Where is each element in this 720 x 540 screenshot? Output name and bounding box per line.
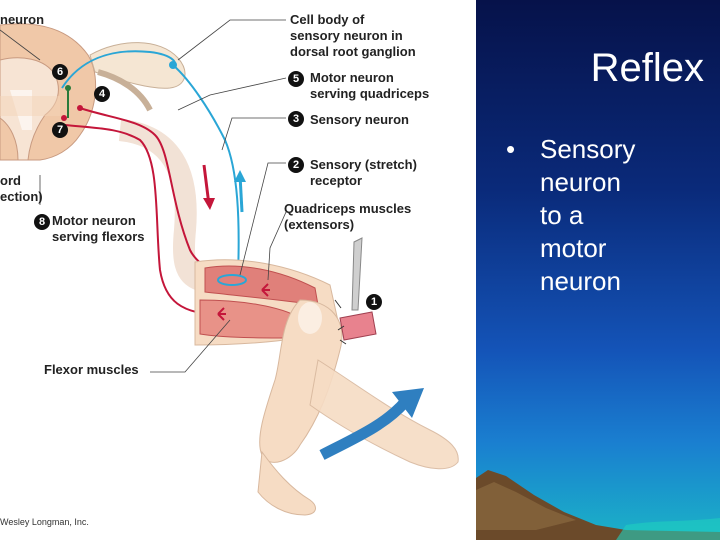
motor-neuron-flexors-path: [64, 124, 226, 316]
motor-neuron-dot: [77, 105, 83, 111]
step-number-2: 2: [288, 157, 304, 173]
nerve-bundle: [118, 119, 205, 291]
reflex-illustration: [0, 19, 459, 516]
bullet-text: Sensory neuron to a motor neuron: [540, 134, 636, 296]
slide-text-panel: Reflex • Sensory neuron to a motor neuro…: [476, 0, 720, 540]
kick-arrow: [319, 388, 424, 460]
bullet-item: • Sensory neuron to a motor neuron: [506, 133, 706, 298]
stretch-receptor: [217, 274, 247, 286]
leader-lines: [0, 19, 287, 373]
leg: [194, 259, 459, 516]
label-cell-body: Cell body of sensory neuron in dorsal ro…: [290, 12, 416, 59]
label-motor-quadriceps: Motor neuron serving quadriceps: [310, 70, 430, 101]
step-number-3: 3: [288, 111, 304, 127]
slide-title: Reflex: [590, 46, 704, 90]
publisher-credit: Wesley Longman, Inc.: [0, 517, 89, 527]
label-motor-flexors: Motor neuron serving flexors: [52, 213, 145, 244]
label-flexor-muscles: Flexor muscles: [44, 362, 139, 377]
step-number-4: 4: [94, 86, 110, 102]
reflex-diagram: neuron Cell body of sensory neuron in do…: [0, 12, 459, 527]
step-number-7: 7: [52, 122, 68, 138]
step-number-5: 5: [288, 71, 304, 87]
spinal-cord: [0, 23, 97, 161]
label-sensory-neuron: Sensory neuron: [310, 112, 409, 127]
sensory-neuron-path: [61, 50, 240, 276]
step-number-1: 1: [366, 294, 382, 310]
step-number-8: 8: [34, 214, 50, 230]
reflex-hammer: [334, 237, 377, 345]
label-sensory-receptor: Sensory (stretch) receptor: [310, 157, 417, 188]
landscape-decoration: [476, 470, 720, 540]
step-number-6: 6: [52, 64, 68, 80]
label-neuron-partial: neuron: [0, 12, 45, 27]
label-spinal-cord-partial: ord ection): [0, 173, 43, 204]
motor-neuron-dot-2: [61, 115, 67, 121]
label-quadriceps-muscles: Quadriceps muscles (extensors): [284, 201, 412, 232]
bullet-marker: •: [506, 134, 516, 164]
